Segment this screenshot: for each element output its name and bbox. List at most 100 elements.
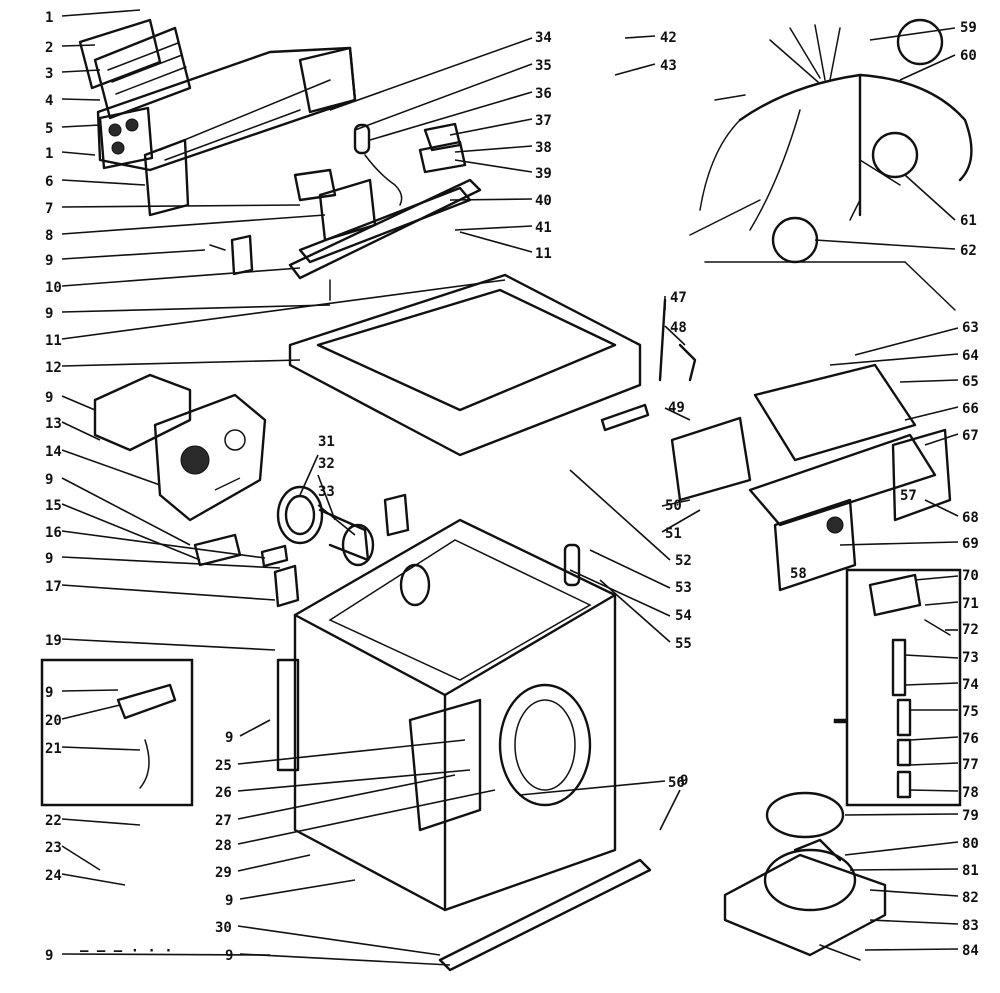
leader-line [924, 499, 959, 517]
leader-line [519, 780, 666, 796]
leader-line [661, 499, 691, 507]
leader-line [909, 789, 959, 792]
leader-line [239, 719, 271, 737]
leader-line [844, 841, 959, 856]
callout-80: 80 [962, 836, 979, 852]
callout-75: 75 [962, 704, 979, 720]
leader-line [569, 469, 671, 561]
leader-line [61, 638, 276, 651]
callout-31: 31 [318, 434, 335, 450]
leader-line [904, 174, 956, 221]
callout-63: 63 [962, 320, 979, 336]
leader-line [899, 379, 959, 383]
small-parts-group [209, 122, 482, 301]
leader-line [909, 736, 959, 741]
callout-81: 81 [962, 863, 979, 879]
callout-9: 9 [680, 773, 688, 789]
callout-9: 9 [45, 551, 53, 567]
callout-3: 3 [45, 66, 53, 82]
rear-panel [748, 363, 952, 592]
callout-79: 79 [962, 808, 979, 824]
callout-48: 48 [670, 320, 687, 336]
callout-74: 74 [962, 677, 979, 693]
leader-line [569, 569, 671, 617]
inset-right-parts [868, 573, 951, 799]
leader-line [844, 813, 959, 816]
callout-12: 12 [45, 360, 62, 376]
callout-61: 61 [960, 213, 977, 229]
callout-17: 17 [45, 579, 62, 595]
leader-line [61, 204, 301, 208]
leader-line [369, 91, 533, 141]
leader-line [854, 327, 959, 356]
callout-37: 37 [535, 113, 552, 129]
leader-line [869, 919, 959, 925]
callout-22: 22 [45, 813, 62, 829]
callout-76: 76 [962, 731, 979, 747]
leader-line [61, 818, 141, 826]
leader-line [61, 179, 146, 186]
cabinet [276, 518, 652, 972]
leader-line [237, 789, 496, 845]
callout-20: 20 [45, 713, 62, 729]
inset-box-left [40, 658, 194, 807]
footer-marks: — — — · · · [80, 943, 173, 959]
callout-9: 9 [45, 306, 53, 322]
top-lid [288, 273, 642, 457]
callout-51: 51 [665, 526, 682, 542]
leader-line [61, 746, 141, 751]
blower-assembly [93, 373, 267, 522]
leader-line [61, 530, 266, 559]
callout-82: 82 [962, 890, 979, 906]
leader-line [61, 98, 101, 101]
callout-27: 27 [215, 813, 232, 829]
callout-64: 64 [962, 348, 979, 364]
leader-line [237, 769, 471, 792]
leader-line [61, 214, 326, 235]
callout-70: 70 [962, 568, 979, 584]
callout-9: 9 [45, 948, 53, 964]
leader-line [61, 44, 96, 47]
leader-line [61, 873, 126, 886]
leader-line [61, 267, 301, 287]
leader-line [317, 504, 356, 536]
leader-line [454, 225, 533, 231]
leader-line [61, 556, 281, 569]
leader-line [449, 198, 533, 201]
callout-23: 23 [45, 840, 62, 856]
callout-35: 35 [535, 58, 552, 74]
leader-line [329, 37, 533, 111]
leader-line [849, 868, 959, 871]
leader-line [61, 477, 191, 546]
leader-line [239, 953, 451, 966]
leader-line [61, 704, 121, 720]
leader-line [869, 889, 959, 897]
motor-base [723, 791, 887, 961]
leader-line [61, 395, 96, 411]
leader-line [904, 406, 959, 421]
callout-5: 5 [45, 121, 53, 137]
callout-39: 39 [535, 166, 552, 182]
leader-line [614, 63, 656, 76]
leader-line [909, 762, 959, 766]
callout-24: 24 [45, 868, 62, 884]
callout-84: 84 [962, 943, 979, 959]
callout-26: 26 [215, 785, 232, 801]
door-switch-parts [600, 298, 752, 502]
callout-56: 56 [668, 775, 685, 791]
callout-66: 66 [962, 401, 979, 417]
inset-label-58: 58 [790, 566, 807, 582]
callout-28: 28 [215, 838, 232, 854]
callout-72: 72 [962, 622, 979, 638]
callout-49: 49 [668, 400, 685, 416]
callout-9: 9 [225, 948, 233, 964]
leader-line [61, 69, 101, 73]
callout-54: 54 [675, 608, 692, 624]
wiring-harness [689, 18, 973, 311]
callout-32: 32 [318, 456, 335, 472]
duct-assembly [276, 485, 410, 567]
leader-line [829, 353, 959, 366]
callout-41: 41 [535, 220, 552, 236]
leader-line [599, 579, 671, 643]
